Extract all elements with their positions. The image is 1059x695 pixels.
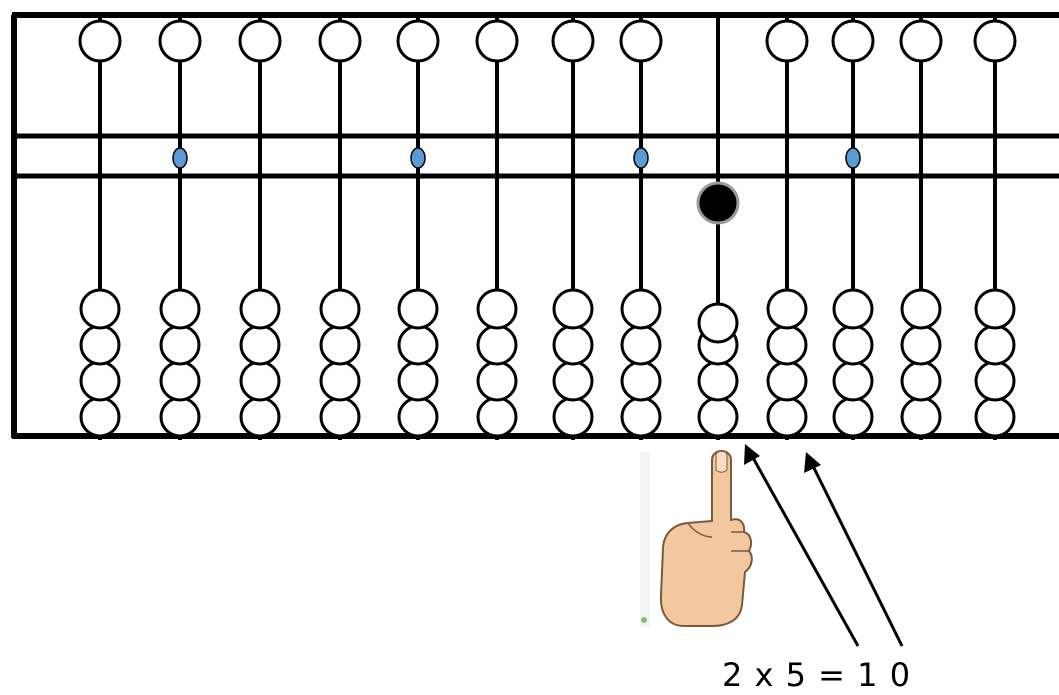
lower-bead-3-1 (239, 396, 281, 438)
lower-bead-9-4 (697, 302, 739, 344)
lower-bead-7-4 (552, 288, 594, 330)
lower-bead-7-2 (552, 360, 594, 402)
lower-bead-5-2 (397, 360, 439, 402)
lower-bead-6-1 (476, 396, 518, 438)
lower-bead-3-3 (239, 324, 281, 366)
lower-bead-11-3 (832, 324, 874, 366)
lower-bead-2-2 (159, 360, 201, 402)
lower-bead-4-3 (319, 324, 361, 366)
lower-bead-3-4 (239, 288, 281, 330)
lower-bead-8-3 (620, 324, 662, 366)
upper-bead-4 (318, 19, 362, 63)
unit-dot-rod-5 (410, 147, 426, 169)
lower-bead-6-4 (476, 288, 518, 330)
lower-bead-10-2 (766, 360, 808, 402)
lower-bead-5-3 (397, 324, 439, 366)
lower-bead-12-1 (900, 396, 942, 438)
lower-bead-11-4 (832, 288, 874, 330)
upper-bead-2 (158, 19, 202, 63)
lower-bead-13-1 (974, 396, 1016, 438)
lower-bead-1-3 (79, 324, 121, 366)
lower-bead-8-1 (620, 396, 662, 438)
equation-label: 2 x 5 = 1 0 (722, 656, 912, 694)
lower-bead-10-4 (766, 288, 808, 330)
lower-bead-2-3 (159, 324, 201, 366)
upper-bead-6 (475, 19, 519, 63)
unit-dots (172, 147, 861, 169)
lower-bead-9-2 (697, 360, 739, 402)
lower-bead-4-4 (319, 288, 361, 330)
lower-bead-13-2 (974, 360, 1016, 402)
lower-bead-12-3 (900, 324, 942, 366)
arrow-right-shaft (810, 463, 904, 647)
hand-shape (659, 450, 753, 627)
unit-dot-rod-11 (845, 147, 861, 169)
unit-dot-rod-2 (172, 147, 188, 169)
lower-bead-11-2 (832, 360, 874, 402)
lower-bead-12-4 (900, 288, 942, 330)
upper-bead-3 (238, 19, 282, 63)
knuckle-lines (687, 522, 749, 552)
arrow-left-head (744, 444, 760, 465)
lower-bead-9-1 (697, 396, 739, 438)
upper-bead-1 (78, 19, 122, 63)
lower-bead-1-4 (79, 288, 121, 330)
upper-bead-8 (619, 19, 663, 63)
lower-bead-12-2 (900, 360, 942, 402)
lower-bead-4-2 (319, 360, 361, 402)
upper-bead-5 (396, 19, 440, 63)
upper-bead-10 (765, 19, 809, 63)
lower-bead-2-1 (159, 396, 201, 438)
lower-bead-1-2 (79, 360, 121, 402)
lower-bead-7-3 (552, 324, 594, 366)
lower-bead-2-4 (159, 288, 201, 330)
hand-card-mark (641, 617, 647, 623)
arrow-right-head (804, 452, 821, 473)
abacus-beads (78, 19, 1017, 438)
lower-bead-10-3 (766, 324, 808, 366)
lower-bead-1-1 (79, 396, 121, 438)
upper-bead-11 (831, 19, 875, 63)
lower-bead-8-4 (620, 288, 662, 330)
unit-dot-rod-8 (633, 147, 649, 169)
lower-bead-4-1 (319, 396, 361, 438)
lower-bead-7-1 (552, 396, 594, 438)
upper-bead-13 (973, 19, 1017, 63)
lower-bead-6-3 (476, 324, 518, 366)
upper-bead-12 (899, 19, 943, 63)
lower-bead-8-2 (620, 360, 662, 402)
lower-bead-5-4 (397, 288, 439, 330)
fingernail (715, 450, 728, 473)
pointing-hand-icon (640, 450, 753, 627)
pointer-arrows (744, 444, 904, 647)
upper-bead-9-active (696, 181, 740, 225)
lower-bead-3-2 (239, 360, 281, 402)
arrow-left-shaft (750, 455, 860, 647)
upper-bead-7 (551, 19, 595, 63)
lower-bead-11-1 (832, 396, 874, 438)
lower-bead-5-1 (397, 396, 439, 438)
hand-card (640, 452, 650, 627)
lower-bead-6-2 (476, 360, 518, 402)
lower-bead-13-4 (974, 288, 1016, 330)
lower-bead-10-1 (766, 396, 808, 438)
lower-bead-13-3 (974, 324, 1016, 366)
